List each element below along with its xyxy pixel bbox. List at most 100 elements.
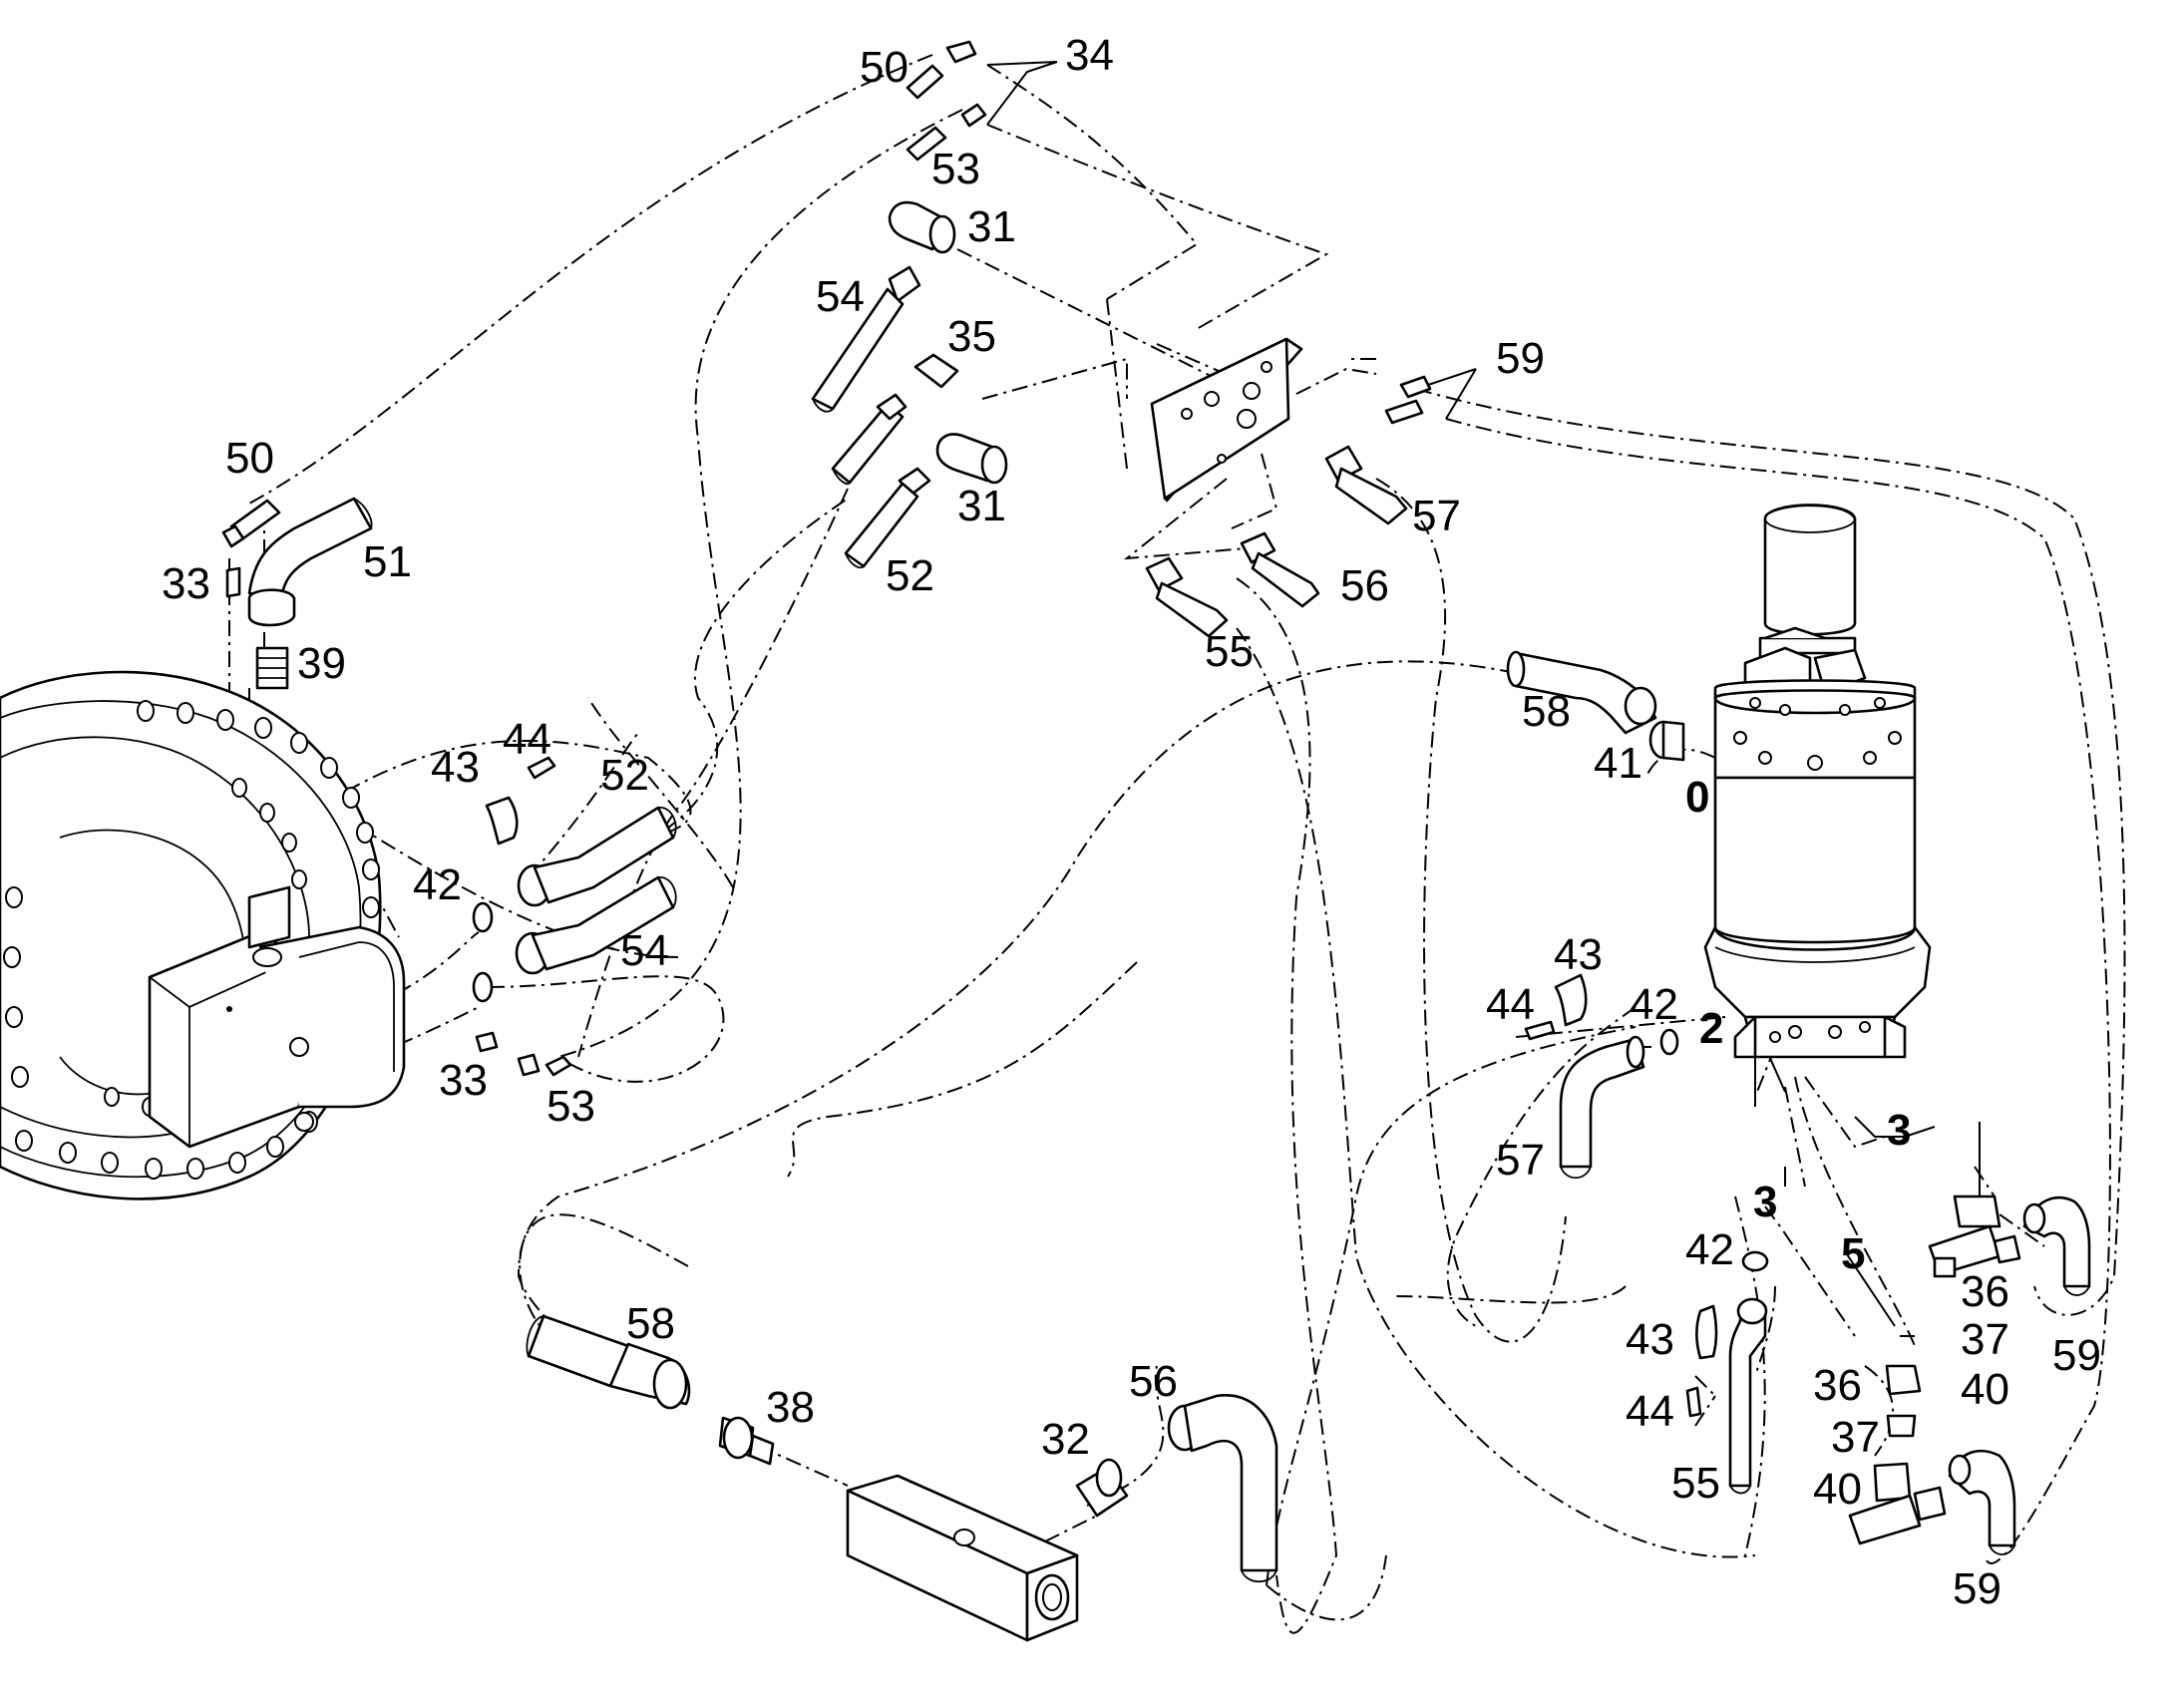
part-label: 53 — [931, 145, 980, 193]
adapter-41 — [1648, 720, 1685, 762]
part-label: 59 — [1953, 1564, 2001, 1613]
fittings-59-top — [1384, 375, 1432, 425]
tee-fitting-lower — [1848, 1462, 1947, 1545]
part-label: 52 — [600, 751, 649, 800]
manifold-block — [846, 1474, 1079, 1642]
elbow-31-bottom — [935, 433, 1008, 485]
part-label: 54 — [620, 926, 669, 975]
part-label: 37 — [1961, 1315, 2009, 1364]
adapter-38 — [718, 1416, 775, 1466]
part-label: 40 — [1813, 1465, 1862, 1514]
adapter-39 — [255, 646, 289, 690]
o-ring-42-pump — [1659, 1028, 1679, 1056]
hose-56-bottom — [1167, 1394, 1278, 1583]
part-label: 57 — [1496, 1136, 1545, 1185]
hose-55-right — [1728, 1297, 1768, 1495]
part-label: 2 — [1699, 1004, 1723, 1053]
bolt-44-right — [1685, 1386, 1702, 1418]
part-label: 50 — [860, 43, 908, 92]
part-label: 52 — [886, 551, 934, 600]
part-label: 5 — [1841, 1229, 1865, 1278]
part-label: 44 — [1626, 1387, 1674, 1436]
part-label: 50 — [225, 434, 274, 483]
part-label: 37 — [1831, 1413, 1880, 1462]
part-label: 36 — [1961, 1267, 2009, 1316]
part-label: 42 — [413, 860, 462, 909]
part-label: 43 — [1554, 930, 1603, 979]
hose-52-port — [517, 806, 677, 907]
o-ring-42-lower — [472, 971, 494, 1003]
o-ring-42-upper — [472, 901, 494, 933]
part-label: 0 — [1685, 773, 1709, 822]
part-label: 32 — [1041, 1415, 1090, 1464]
elbow-31-top — [888, 200, 956, 254]
hose-56-top — [1240, 531, 1320, 608]
fitting-33-top — [225, 566, 241, 598]
part-label: 38 — [766, 1383, 815, 1432]
part-label: 44 — [1486, 980, 1535, 1029]
nut-36-lower — [1885, 1364, 1922, 1396]
part-label: 51 — [363, 537, 412, 586]
hydraulic-pump-assembly — [1703, 504, 1932, 1059]
part-label: 56 — [1340, 561, 1389, 610]
hose-mid-2 — [831, 393, 908, 486]
elbow-35 — [913, 353, 959, 389]
part-label: 40 — [1961, 1365, 2009, 1414]
part-label: 43 — [1626, 1315, 1674, 1364]
part-label: 39 — [297, 639, 346, 688]
hose-57-top — [1324, 445, 1408, 525]
part-label: 41 — [1594, 739, 1642, 788]
bulkhead-plate — [1150, 337, 1303, 503]
ferrule-37-lower — [1886, 1414, 1917, 1438]
hose-57-bottom — [1559, 1035, 1645, 1180]
part-label: 59 — [2052, 1331, 2101, 1380]
fitting-50-top — [906, 64, 944, 100]
part-label: 59 — [1496, 334, 1545, 383]
fitting-33-53-bottom — [475, 1031, 572, 1077]
part-label: 33 — [439, 1056, 488, 1105]
part-label: 33 — [162, 559, 210, 608]
hose-55-top — [1145, 556, 1229, 638]
part-label: 43 — [431, 743, 480, 792]
part-label: 3 — [1887, 1106, 1911, 1155]
flange-clamp-43-right — [1694, 1304, 1718, 1360]
hose-51 — [247, 497, 373, 627]
fittings-34 — [945, 40, 987, 128]
hose-58-right — [1506, 650, 1657, 735]
o-ring-42-lower-right — [1741, 1250, 1769, 1272]
part-label: 35 — [947, 312, 996, 361]
part-label: 53 — [546, 1082, 595, 1131]
hose-59-lower — [1948, 1449, 2016, 1555]
part-label: 58 — [1522, 687, 1571, 736]
part-labels: 34 50 53 31 54 35 31 52 59 57 56 55 50 5… — [162, 31, 2101, 1613]
part-label: 42 — [1630, 980, 1678, 1029]
fitting-50-left — [221, 499, 281, 548]
part-label: 57 — [1412, 492, 1461, 540]
part-label: 3 — [1753, 1178, 1777, 1226]
track-drive-motor — [0, 670, 406, 1200]
tee-fitting-upper — [1928, 1195, 2021, 1278]
part-label: 42 — [1685, 1225, 1734, 1274]
part-label: 54 — [816, 272, 865, 321]
bolt-44-pump — [1524, 1020, 1556, 1041]
hose-54-port — [515, 875, 677, 975]
part-label: 44 — [503, 715, 551, 764]
part-label: 36 — [1813, 1361, 1862, 1410]
hose-54-mid — [811, 265, 921, 413]
adapter-32 — [1075, 1458, 1129, 1518]
part-label: 34 — [1065, 31, 1114, 80]
hose-58-bottom — [526, 1314, 691, 1410]
part-label: 31 — [967, 202, 1016, 251]
fitting-53-top — [906, 126, 947, 162]
part-label: 55 — [1671, 1459, 1720, 1508]
part-label: 56 — [1129, 1357, 1178, 1406]
hose-52-mid — [844, 467, 931, 569]
part-label: 31 — [957, 482, 1006, 530]
part-label: 55 — [1205, 627, 1254, 676]
bolt-44 — [527, 756, 556, 780]
part-label: 58 — [626, 1299, 675, 1348]
flange-clamp-43 — [485, 796, 519, 846]
flange-clamp-43-pump — [1554, 973, 1588, 1027]
hose-59-upper — [2022, 1196, 2091, 1296]
